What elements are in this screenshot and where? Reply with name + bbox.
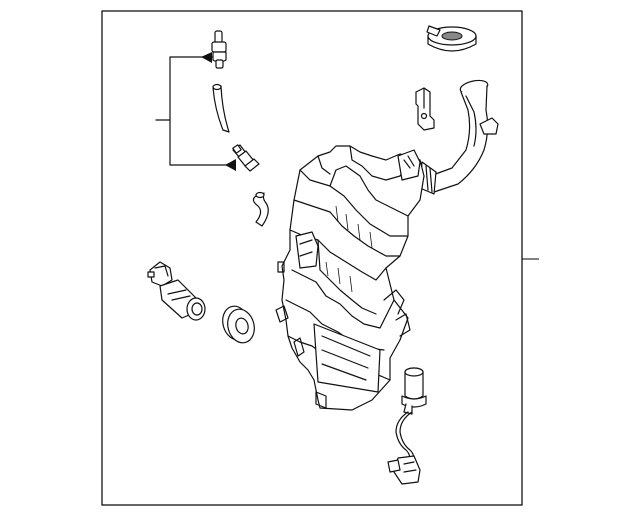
- level-sensor-icon: [387, 367, 427, 485]
- washer-pump-icon: [147, 261, 206, 321]
- grommet-icon: [222, 305, 255, 344]
- hose-lower-icon: [252, 191, 269, 227]
- filler-neck-icon: [419, 79, 499, 195]
- diagram-frame: [101, 10, 523, 506]
- reservoir-icon: [275, 145, 425, 411]
- check-valve-lower-icon: [232, 144, 260, 172]
- valve-group-bracket: [155, 52, 236, 171]
- check-valve-upper-icon: [211, 30, 227, 69]
- hose-upper-icon: [212, 83, 230, 133]
- clip-icon: [415, 87, 435, 131]
- filler-cap-icon: [426, 25, 477, 52]
